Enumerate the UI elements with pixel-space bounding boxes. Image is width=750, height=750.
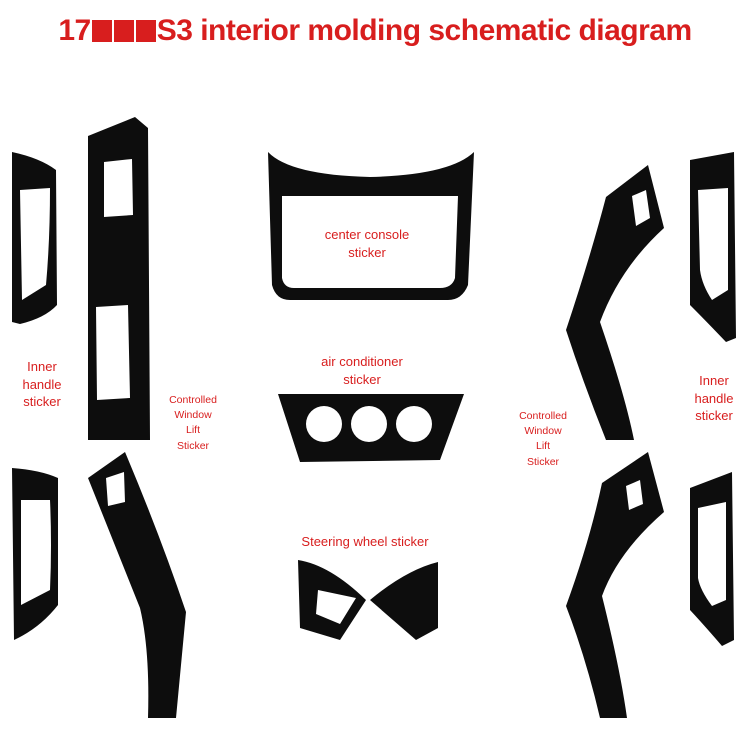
inner-handle-label-right: Inner handle sticker	[688, 372, 740, 425]
label-line: air conditioner	[321, 354, 403, 369]
window-lift-panel-right-top	[566, 165, 664, 440]
label-line: sticker	[23, 394, 61, 410]
title-prefix: 17	[58, 14, 91, 47]
window-lift-label-left: Controlled Window Lift Sticker	[162, 393, 224, 454]
label-line: sticker	[348, 244, 386, 260]
steering-wheel-piece-left	[298, 560, 366, 640]
label-line: center console	[324, 227, 410, 242]
label-line: Lift	[535, 440, 550, 453]
label-line: Window	[524, 425, 562, 438]
label-line: sticker	[695, 408, 733, 424]
label-line: handle	[22, 376, 62, 392]
label-line: Inner	[699, 373, 729, 388]
unreadable-glyph	[91, 20, 112, 42]
title-suffix: S3 interior molding schematic diagram	[156, 14, 692, 47]
window-lift-panel-left-front	[88, 117, 150, 440]
label-line: Sticker	[526, 455, 560, 468]
label-line: Controlled	[169, 394, 217, 406]
air-conditioner-piece	[278, 394, 464, 462]
label-line: sticker	[343, 371, 381, 387]
inner-handle-piece-right-top	[690, 152, 736, 342]
label-line: Inner	[27, 359, 57, 374]
diagram-title: 17 S3 interior molding schematic diagram	[0, 14, 750, 48]
center-console-piece	[268, 152, 474, 300]
inner-handle-piece-left-top	[12, 152, 57, 324]
label-line: Window	[174, 409, 212, 422]
steering-wheel-label: Steering wheel sticker	[290, 533, 440, 551]
window-lift-label-right: Controlled Window Lift Sticker	[512, 409, 574, 470]
inner-handle-piece-left-bottom	[12, 468, 58, 640]
label-line: Lift	[185, 424, 200, 437]
window-lift-panel-right-bottom	[566, 452, 664, 718]
unreadable-glyph	[135, 20, 156, 42]
unreadable-glyph	[113, 20, 134, 42]
air-conditioner-label: air conditioner sticker	[307, 353, 417, 388]
label-line: Steering wheel sticker	[301, 534, 429, 549]
steering-wheel-piece-right	[370, 562, 438, 640]
inner-handle-label-left: Inner handle sticker	[16, 358, 68, 411]
label-line: Sticker	[176, 439, 210, 452]
label-line: Controlled	[519, 410, 567, 422]
center-console-label: center console sticker	[312, 226, 422, 261]
inner-handle-piece-right-bottom	[690, 472, 734, 646]
label-line: handle	[694, 390, 734, 406]
window-lift-panel-left-rear	[88, 452, 186, 718]
